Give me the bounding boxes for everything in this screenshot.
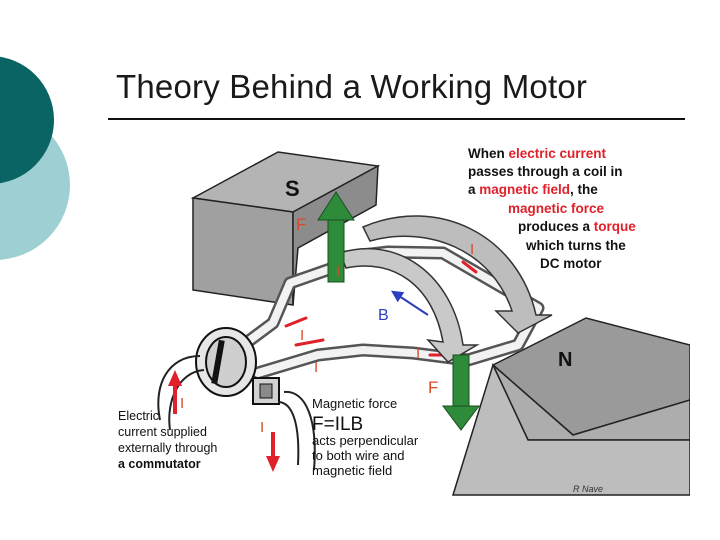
callout-line-5: produces a torque: [518, 219, 636, 234]
force-note-line-5: magnetic field: [312, 463, 392, 478]
motor-diagram: S N F F I I I I I I I B When electric cu…: [118, 146, 690, 496]
callout-line-2: passes through a coil in: [468, 164, 623, 179]
callout-line-3: a magnetic field, the: [468, 182, 598, 197]
force-label-bottom: F: [428, 378, 438, 397]
force-note-formula: F=ILB: [312, 414, 363, 435]
force-label-top: F: [296, 215, 306, 234]
current-label-lower-left: I: [314, 359, 318, 376]
force-arrow-up: [317, 191, 355, 283]
title-underline: [108, 118, 685, 120]
slide-decoration: [0, 56, 70, 260]
image-credit: R Nave: [573, 484, 603, 494]
commutator: [195, 327, 280, 405]
callout-line-4: magnetic force: [508, 201, 605, 216]
current-label-bottom: I: [416, 345, 420, 362]
current-arrow-lower-left: [294, 338, 325, 347]
torque-arrows: [339, 215, 553, 363]
field-direction-arrow: [390, 290, 429, 316]
supply-note: Electric current supplied externally thr…: [118, 409, 217, 471]
field-label: B: [378, 307, 389, 324]
force-arrow-down: [442, 354, 480, 431]
supply-arrow-down-head: [266, 456, 280, 472]
coil-loop: [223, 245, 545, 380]
torque-arrow-lower: [339, 248, 480, 363]
pole-label-north: N: [558, 349, 572, 371]
current-label-supply-right: I: [260, 419, 264, 436]
supply-arrow-down-shaft: [271, 432, 275, 458]
force-note-line-4: to both wire and: [312, 448, 405, 463]
force-note-line-1: Magnetic force: [312, 396, 397, 411]
callout-line-7: DC motor: [540, 256, 602, 271]
current-arrow-left: [284, 316, 308, 328]
slide-title: Theory Behind a Working Motor: [116, 68, 588, 105]
supply-note-line-3: externally through: [118, 441, 217, 455]
force-note-line-3: acts perpendicular: [312, 433, 419, 448]
current-label-supply-left: I: [180, 395, 184, 412]
torque-arrow-upper: [361, 215, 553, 334]
current-label-top-left: I: [336, 263, 340, 280]
current-arrow-right: [461, 260, 478, 274]
south-magnet-pole: [190, 151, 381, 306]
force-note: Magnetic force F=ILB acts perpendicular …: [312, 396, 419, 478]
pole-label-south: S: [285, 176, 300, 201]
supply-note-line-1: Electric: [118, 409, 159, 423]
torque-callout: When electric current passes through a c…: [468, 146, 636, 271]
supply-current-arrows: [168, 370, 280, 472]
current-label-mid-left: I: [300, 327, 304, 344]
supply-arrow-up-shaft: [173, 384, 177, 414]
callout-line-1: When electric current: [468, 146, 607, 161]
supply-note-line-4: a commutator: [118, 457, 201, 471]
supply-note-line-2: current supplied: [118, 425, 207, 439]
callout-line-6: which turns the: [525, 238, 626, 253]
current-label-top-right: I: [470, 241, 474, 258]
north-magnet-pole: [451, 317, 690, 496]
supply-arrow-up-head: [168, 370, 182, 386]
decor-circle-dark: [0, 56, 54, 184]
